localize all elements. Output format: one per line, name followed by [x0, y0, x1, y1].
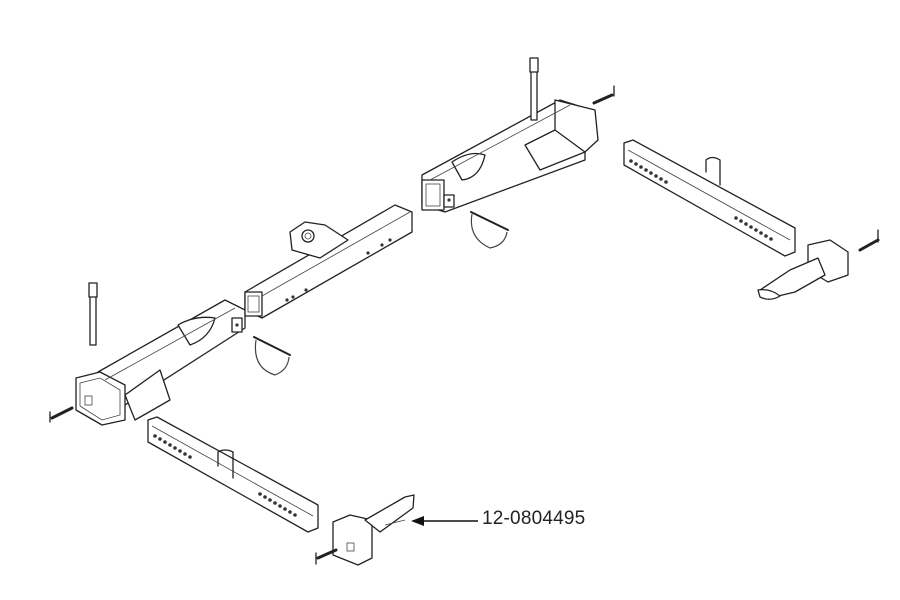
left-main-beam: [75, 299, 246, 426]
callout-arrow: [411, 516, 478, 526]
center-lynch-pin: [253, 336, 291, 376]
right-vertical-pin: [529, 57, 539, 121]
top-right-small-pin: [592, 85, 615, 105]
far-right-small-pin: [858, 229, 880, 252]
lower-extension-bar: [147, 416, 319, 533]
part-number-callout: 12-0804495: [482, 508, 586, 529]
front-right-wheel-cradle: [332, 494, 415, 566]
right-main-beam: [421, 99, 599, 213]
center-beam: [244, 204, 413, 319]
rear-right-wheel-cradle: [757, 239, 849, 300]
left-vertical-pin: [88, 282, 98, 346]
bar-holes: [629, 159, 773, 241]
front-small-pin: [315, 548, 338, 565]
upper-right-extension-bar: [623, 139, 796, 257]
bar-holes: [153, 434, 297, 517]
right-lynch-pin: [470, 211, 509, 249]
left-small-pin: [49, 406, 74, 423]
